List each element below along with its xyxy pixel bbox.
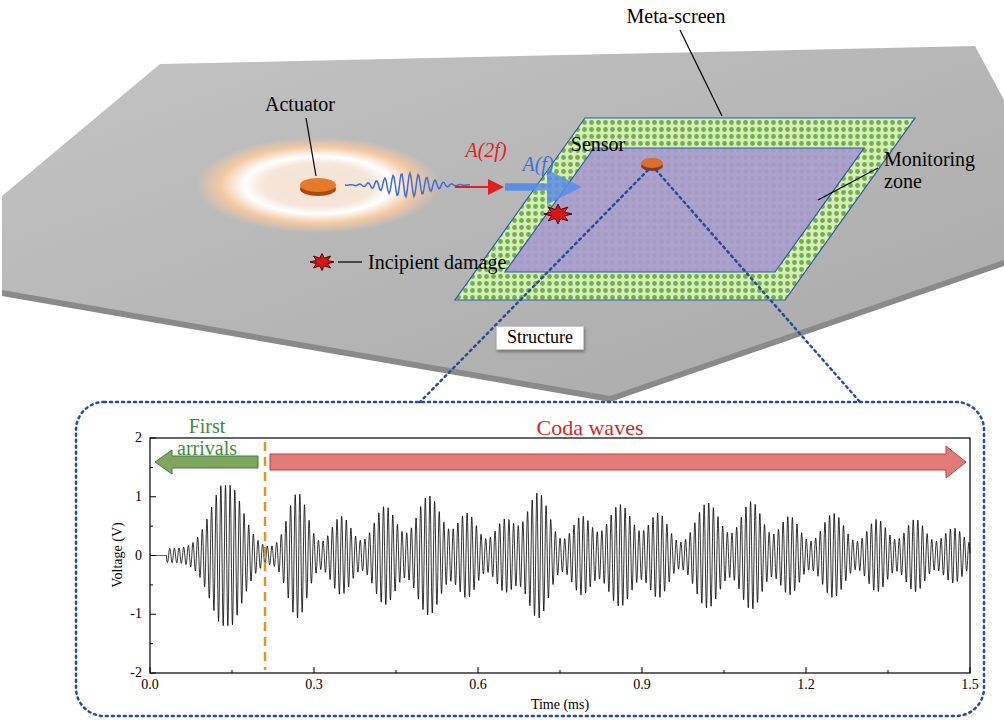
tick-mark [150,496,156,497]
tick-mark [232,670,233,673]
tick-mark [314,667,315,673]
a2f-arrow [455,186,500,188]
box-text: Structure [507,327,573,347]
wave-packet [345,173,470,197]
part-label: Monitoring zone [884,148,984,192]
structure-plate [2,46,1004,396]
tick-label: 0 [135,548,142,563]
tick-mark [150,526,153,527]
tick-mark [560,670,561,673]
tick-mark [150,467,153,468]
tick-label: 0.3 [305,677,323,692]
zoom-line [656,170,860,402]
tick-mark [478,667,479,673]
frequency-label: A(f) [522,153,553,175]
tick-mark [150,584,153,585]
part-label: Meta-screen [627,5,726,27]
tick-mark [724,670,725,673]
coda-waves-arrow [270,446,966,478]
zoom-line [420,170,648,402]
tick-mark [970,667,971,673]
label-box: Structure [496,326,584,350]
part-label: Incipient damage [368,251,506,273]
tick-mark [642,667,643,673]
tick-mark [150,673,156,674]
af-arrow [505,184,568,191]
tick-label: 1 [135,489,142,504]
af-arrow-over [505,184,568,191]
tick-label: -1 [130,607,142,622]
damage-star [544,204,572,224]
axis-title: Voltage (V) [110,522,125,587]
tick-mark [150,643,153,644]
tick-label: 0.9 [633,677,651,692]
tick-mark [888,670,889,673]
leader-line [680,30,722,116]
axis-title: Time (ms) [531,697,589,712]
tick-mark [150,667,151,673]
leader-line [818,168,878,200]
monitoring-zone [505,148,864,272]
leader-line [338,261,362,262]
tick-mark [150,614,156,615]
tick-label: 2 [135,430,142,445]
sensor-disc [641,158,663,168]
frequency-label: A(2f) [465,139,506,161]
actuator-disc [300,178,336,192]
plot-frame [150,438,970,673]
leader-line [306,118,316,176]
region-label: First arrivals [167,415,247,459]
tick-label: 0.0 [141,677,159,692]
separator-line [264,442,267,670]
tick-label: 1.2 [797,677,815,692]
part-label: Sensor [571,133,625,155]
tick-label: 1.5 [961,677,979,692]
zoom-box [76,402,984,716]
tick-mark [396,670,397,673]
tick-label: 0.6 [469,677,487,692]
axis-ticks [150,438,970,673]
part-label: Actuator [265,93,335,115]
tick-label: -2 [130,665,142,680]
tick-mark [806,667,807,673]
region-label: Coda waves [537,416,644,440]
signal-trace [150,485,970,625]
damage-star-legend [310,254,334,271]
tick-mark [150,438,156,439]
meta-screen [455,118,915,300]
